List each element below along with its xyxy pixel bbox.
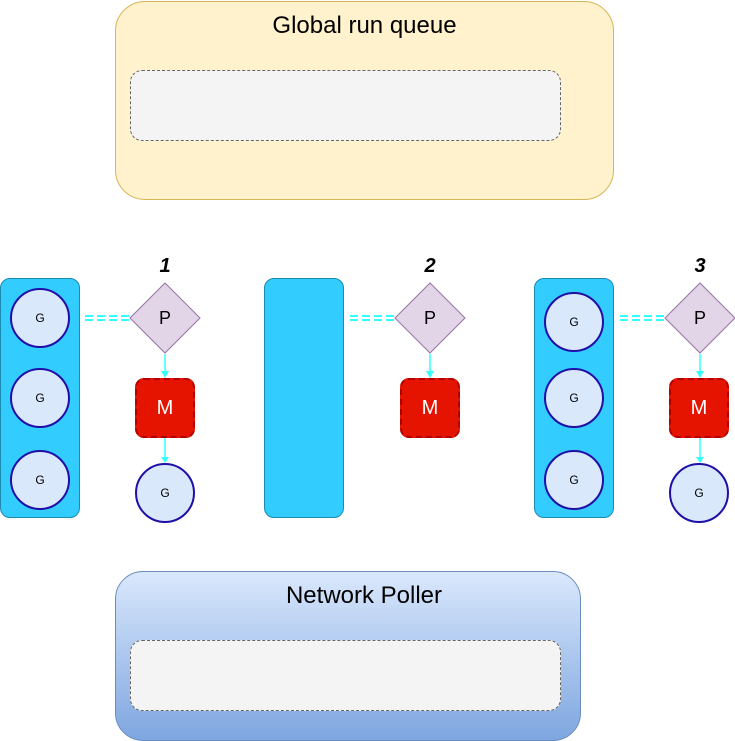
diamond-shape <box>129 282 201 354</box>
p1-queue-link <box>85 315 130 321</box>
machine-2: M <box>400 378 460 438</box>
processor-3: P <box>664 282 735 354</box>
global-run-queue-title: Global run queue <box>272 12 457 39</box>
processor-number-2: 2 <box>424 255 436 277</box>
p2-queue-link <box>350 315 395 321</box>
local-run-queue-2 <box>264 278 344 518</box>
goroutine: G <box>10 450 70 510</box>
processor-1: P <box>129 282 201 354</box>
p3-queue-link <box>620 315 665 321</box>
goroutine: G <box>10 368 70 428</box>
network-poller-title: Network Poller <box>285 582 443 609</box>
processor-number-3: 3 <box>694 255 706 277</box>
m1-to-g-arrow <box>161 438 169 463</box>
running-goroutine-1: G <box>135 463 195 523</box>
p2-to-m2-arrow <box>426 354 434 378</box>
machine-3: M <box>669 378 729 438</box>
diamond-shape <box>394 282 466 354</box>
goroutine: G <box>10 288 70 348</box>
goroutine: G <box>544 292 604 352</box>
processor-number-1: 1 <box>159 255 171 277</box>
machine-1: M <box>135 378 195 438</box>
diamond-shape <box>664 282 735 354</box>
processor-label: P <box>423 307 436 328</box>
running-goroutine-3: G <box>669 463 729 523</box>
goroutine: G <box>544 450 604 510</box>
p1-to-m1-arrow <box>161 354 169 378</box>
goroutine: G <box>544 368 604 428</box>
processor-label: P <box>158 307 171 328</box>
global-run-queue-slot <box>130 70 561 141</box>
m3-to-g-arrow <box>696 438 704 463</box>
network-poller-slot <box>130 640 561 711</box>
p3-to-m3-arrow <box>696 354 704 378</box>
processor-label: P <box>693 307 706 328</box>
processor-2: P <box>394 282 466 354</box>
